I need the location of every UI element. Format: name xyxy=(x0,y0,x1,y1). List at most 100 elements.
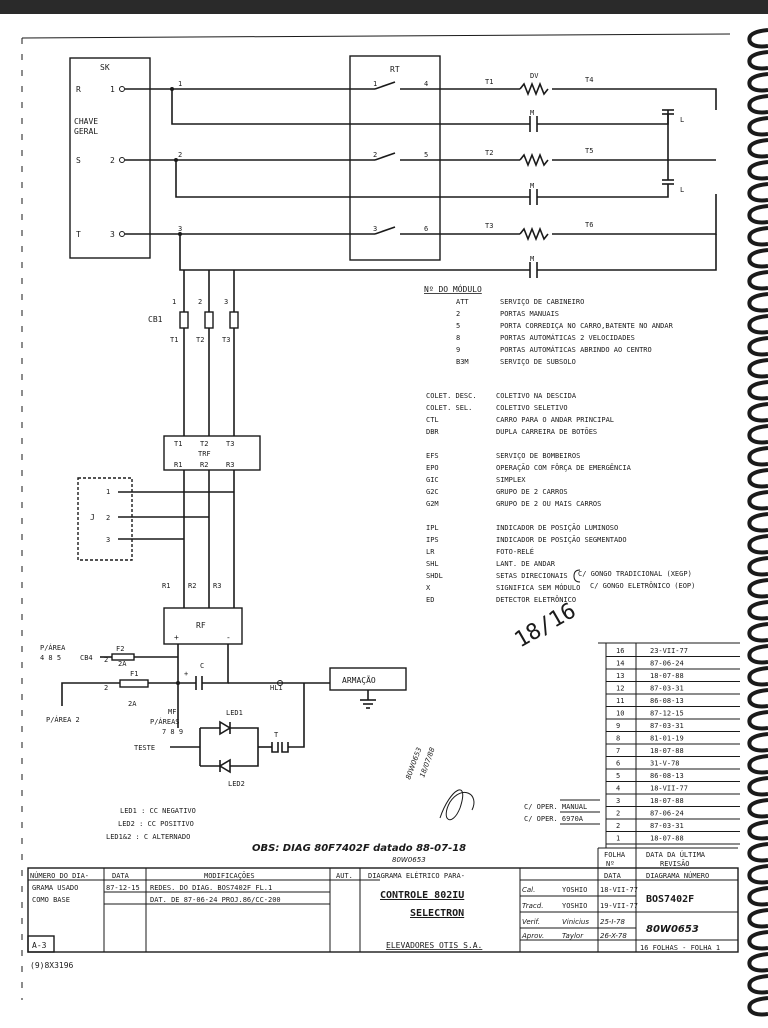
abbrev-code: COLET. SEL. xyxy=(426,404,472,412)
binding-ring xyxy=(747,732,768,753)
binding-ring xyxy=(747,94,768,115)
binding-ring xyxy=(747,50,768,71)
phase-labels: 1 2 3 T1 T2 T3 DV T4 T5 T6 M M M L L xyxy=(178,72,684,263)
svg-text:T3: T3 xyxy=(226,440,234,448)
svg-text:2: 2 xyxy=(110,156,115,165)
binding-ring xyxy=(747,446,768,467)
svg-text:1: 1 xyxy=(110,85,115,94)
abbrev-description: SERVIÇO DE BOMBEIROS xyxy=(496,452,580,460)
revision-date: 18-07-88 xyxy=(650,747,684,755)
revision-sheet: 4 xyxy=(616,785,620,793)
handwritten-annotation: 80W0653 18/07/88 xyxy=(404,746,475,821)
binding-ring xyxy=(747,292,768,313)
svg-text:J: J xyxy=(90,513,95,522)
phase-wires xyxy=(125,81,717,278)
binding-ring xyxy=(747,380,768,401)
svg-text:R2: R2 xyxy=(200,461,208,469)
phase-r-label: R xyxy=(76,85,81,94)
obs-note: OBS: DIAG 80F7402F datado 88-07-18 80W06… xyxy=(252,843,466,864)
svg-text:LED2: LED2 xyxy=(228,780,245,788)
binding-ring xyxy=(747,248,768,269)
binding-ring xyxy=(747,930,768,951)
abbrev-code: LR xyxy=(426,548,435,556)
binding-ring xyxy=(747,908,768,929)
abbrev-description: FOTO-RELÉ xyxy=(496,547,534,556)
module-code: 9 xyxy=(456,346,460,354)
svg-text:CONTROLE 802IU: CONTROLE 802IU xyxy=(380,890,464,901)
svg-text:18/16: 18/16 xyxy=(511,598,581,653)
binding-ring xyxy=(747,270,768,291)
revision-sheet: 1 xyxy=(616,835,620,843)
abbrev-code: SHDL xyxy=(426,572,443,580)
module-description: PORTAS AUTOMÁTICAS ABRINDO AO CENTRO xyxy=(500,345,652,354)
revision-sheet: 8 xyxy=(616,735,620,743)
svg-text:DV: DV xyxy=(530,72,539,80)
revision-date: 18-07-88 xyxy=(650,835,684,843)
revision-date: 87-03-31 xyxy=(650,722,684,730)
revision-sheet: 6 xyxy=(616,760,620,768)
binding-ring xyxy=(747,622,768,643)
svg-text:26-X-78: 26-X-78 xyxy=(600,932,627,940)
binding-ring xyxy=(747,666,768,687)
svg-text:T1: T1 xyxy=(485,78,493,86)
svg-text:LED1 : CC NEGATIVO: LED1 : CC NEGATIVO xyxy=(120,807,196,815)
svg-text:T5: T5 xyxy=(585,147,593,155)
svg-text:Vinicius: Vinicius xyxy=(562,918,589,926)
binding-ring xyxy=(747,28,768,49)
svg-text:P/ÁREA: P/ÁREA xyxy=(40,643,66,652)
rf-rectifier: R1 R2 R3 RF + - xyxy=(162,582,243,728)
revision-date: 87-06-24 xyxy=(650,660,684,668)
svg-text:+: + xyxy=(174,633,179,642)
abbrev-code: EFS xyxy=(426,452,439,460)
svg-text:M: M xyxy=(530,109,534,117)
led-legend: LED1 : CC NEGATIVO LED2 : CC POSITIVO LE… xyxy=(106,807,196,841)
revision-date: 31-V-78 xyxy=(650,760,680,768)
binding-ring xyxy=(747,160,768,181)
abbrev-code: G2C xyxy=(426,488,439,496)
svg-text:C/ GONGO ELETRÔNICO (EOP): C/ GONGO ELETRÔNICO (EOP) xyxy=(590,581,695,590)
svg-text:M: M xyxy=(530,255,534,263)
svg-text:Tracd.: Tracd. xyxy=(522,902,543,910)
abbrev-description: SETAS DIRECIONAIS xyxy=(496,572,568,580)
svg-text:DIAGRAMA NÚMERO: DIAGRAMA NÚMERO xyxy=(646,871,709,880)
revision-sheet: 13 xyxy=(616,672,624,680)
binding-ring xyxy=(747,358,768,379)
binding-ring xyxy=(747,996,768,1017)
svg-text:GRAMA USADO: GRAMA USADO xyxy=(32,884,78,892)
revision-date: 87-03-31 xyxy=(650,685,684,693)
svg-text:6: 6 xyxy=(424,225,428,233)
revision-sheet: 16 xyxy=(616,647,624,655)
svg-text:HL1: HL1 xyxy=(270,684,283,692)
revision-sheet: 2 xyxy=(616,822,620,830)
svg-text:-: - xyxy=(226,633,231,642)
svg-text:DIAGRAMA ELÉTRICO PARA-: DIAGRAMA ELÉTRICO PARA- xyxy=(368,871,465,880)
abbrev-code: X xyxy=(426,584,431,592)
revision-date: 87-12-15 xyxy=(650,710,684,718)
module-description: PORTA CORREDIÇA NO CARRO,BATENTE NO ANDA… xyxy=(500,322,674,330)
binding-ring xyxy=(747,710,768,731)
module-code: B3M xyxy=(456,358,469,366)
svg-text:L: L xyxy=(680,186,684,194)
svg-text:Cal.: Cal. xyxy=(522,886,535,894)
binding-ring xyxy=(747,754,768,775)
abbrev-code: COLET. DESC. xyxy=(426,392,477,400)
chave-label-2: GERAL xyxy=(74,127,98,136)
svg-text:5: 5 xyxy=(424,151,428,159)
binding-ring xyxy=(747,864,768,885)
binding-ring xyxy=(747,644,768,665)
svg-text:18-VII-77: 18-VII-77 xyxy=(600,886,638,894)
operation-labels: C/ OPER. MANUAL C/ OPER. 6970A xyxy=(524,799,600,825)
module-code: ATT xyxy=(456,298,469,306)
svg-text:R3: R3 xyxy=(226,461,234,469)
abbrev-code: G2M xyxy=(426,500,439,508)
binding-ring xyxy=(747,688,768,709)
binding-ring xyxy=(747,798,768,819)
abbrev-description: GRUPO DE 2 CARROS xyxy=(496,488,568,496)
abbrev-description: CARRO PARA O ANDAR PRINCIPAL xyxy=(496,416,614,424)
svg-text:3: 3 xyxy=(224,298,228,306)
abbrev-code: CTL xyxy=(426,416,439,424)
title-block: NÚMERO DO DIA- GRAMA USADO COMO BASE DAT… xyxy=(27,847,739,970)
sk-label: SK xyxy=(100,63,110,72)
